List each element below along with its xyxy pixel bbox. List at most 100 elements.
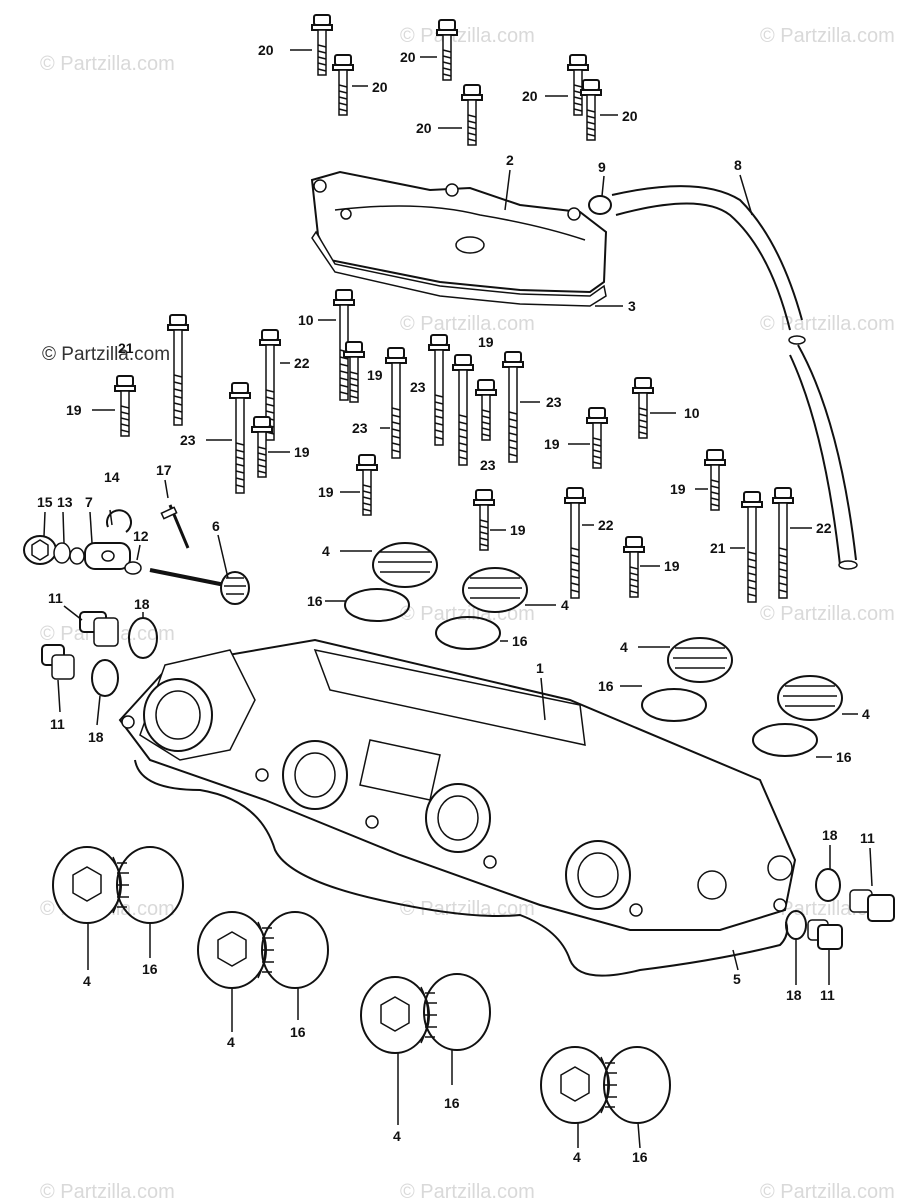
callout-18: 18 (822, 827, 838, 843)
callout-8: 8 (734, 157, 742, 173)
bolt-10 (632, 377, 654, 439)
callout-labels: 20 20 20 20 20 20 2 9 8 3 10 21 22 19 23… (37, 42, 875, 1165)
callout-9: 9 (598, 159, 606, 175)
bolt-19 (356, 454, 378, 516)
callout-16: 16 (836, 749, 852, 765)
callout-4: 4 (561, 597, 569, 613)
callout-16: 16 (512, 633, 528, 649)
watermark: © Partzilla.com (400, 313, 535, 335)
bolt-20 (461, 84, 483, 146)
bolt-group-top (311, 14, 602, 146)
callout-14: 14 (104, 469, 120, 485)
callout-4: 4 (620, 639, 628, 655)
callout-4: 4 (227, 1034, 235, 1050)
bolt-23 (502, 351, 524, 463)
callout-11: 11 (48, 590, 63, 606)
callout-20: 20 (372, 79, 388, 95)
callout-4: 4 (573, 1149, 581, 1165)
callout-23: 23 (546, 394, 562, 410)
watermark: © Partzilla.com (760, 25, 895, 47)
bolt-23 (229, 382, 251, 494)
callout-4: 4 (83, 973, 91, 989)
bolt-19 (475, 379, 497, 441)
washer-18 (815, 868, 841, 902)
watermark: © Partzilla.com (760, 1181, 895, 1200)
callout-12: 12 (133, 528, 149, 544)
callout-15: 15 (37, 494, 53, 510)
bolt-23 (452, 354, 474, 466)
breather-hose (611, 185, 858, 570)
o-ring-16 (603, 1046, 671, 1124)
callout-19: 19 (478, 334, 494, 350)
plug-11 (79, 611, 119, 647)
cap-4 (462, 567, 528, 613)
bolt-22 (772, 487, 794, 599)
callout-4: 4 (393, 1128, 401, 1144)
callout-22: 22 (598, 517, 614, 533)
callout-20: 20 (400, 49, 416, 65)
callout-19: 19 (544, 436, 560, 452)
callout-19: 19 (367, 367, 383, 383)
callout-7: 7 (85, 494, 93, 510)
cap-upper-group (344, 542, 843, 757)
callout-23: 23 (352, 420, 368, 436)
bolt-19 (251, 416, 273, 478)
callout-3: 3 (628, 298, 636, 314)
head-cover-gasket (134, 759, 789, 977)
bolt-group-middle (114, 289, 794, 603)
watermark: © Partzilla.com (40, 1181, 175, 1200)
cap-4 (667, 637, 733, 683)
bolt-19 (704, 449, 726, 511)
callout-16: 16 (598, 678, 614, 694)
bolt-23 (428, 334, 450, 446)
callout-18: 18 (786, 987, 802, 1003)
callout-21: 21 (118, 340, 134, 356)
o-ring-16 (344, 588, 410, 622)
washer-18 (91, 659, 119, 697)
callout-5: 5 (733, 971, 741, 987)
breather-cover (310, 170, 608, 294)
plug-group (41, 611, 895, 950)
watermark: © Partzilla.com (40, 53, 175, 75)
leader-lines (43, 49, 873, 1149)
callout-13: 13 (57, 494, 73, 510)
callout-16: 16 (290, 1024, 306, 1040)
watermark: © Partzilla.com (400, 1181, 535, 1200)
callout-16: 16 (307, 593, 323, 609)
callout-20: 20 (522, 88, 538, 104)
o-ring-16 (261, 911, 329, 989)
bolt-20 (311, 14, 333, 76)
callout-19: 19 (294, 444, 310, 460)
callout-23: 23 (480, 457, 496, 473)
callout-19: 19 (664, 558, 680, 574)
callout-16: 16 (632, 1149, 648, 1165)
callout-10: 10 (298, 312, 314, 328)
callout-11: 11 (860, 830, 875, 846)
bolt-20 (332, 54, 354, 116)
o-ring-16 (752, 723, 818, 757)
o-ring-16 (641, 688, 707, 722)
plug-11 (807, 919, 843, 950)
callout-11: 11 (820, 987, 835, 1003)
bolt-20 (436, 19, 458, 81)
cap-4 (360, 976, 438, 1054)
callout-16: 16 (142, 961, 158, 977)
callout-17: 17 (156, 462, 172, 478)
callout-10: 10 (684, 405, 700, 421)
tach-drive-assembly (23, 504, 250, 605)
callout-20: 20 (416, 120, 432, 136)
callout-16: 16 (444, 1095, 460, 1111)
cap-4 (372, 542, 438, 588)
o-ring-16 (423, 973, 491, 1051)
callout-18: 18 (88, 729, 104, 745)
callout-22: 22 (816, 520, 832, 536)
callout-23: 23 (410, 379, 426, 395)
bolt-21 (741, 491, 763, 603)
callout-19: 19 (318, 484, 334, 500)
cover-gasket (311, 230, 607, 307)
bolt-22 (564, 487, 586, 599)
o-ring-16 (435, 616, 501, 650)
bolt-21 (167, 314, 189, 426)
cap-4 (777, 675, 843, 721)
